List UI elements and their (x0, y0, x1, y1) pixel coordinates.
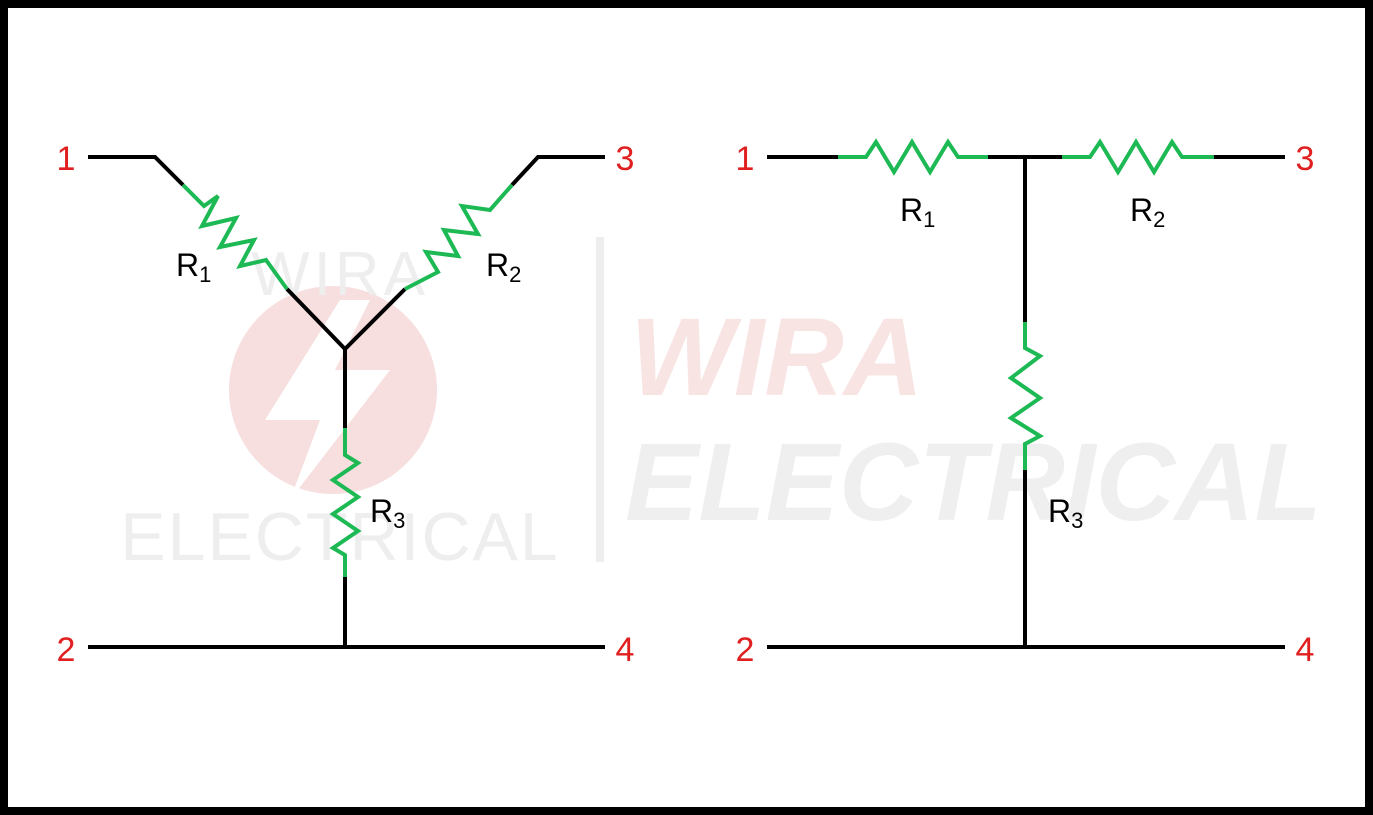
wye-network: 1 3 2 4 R1 R2 R3 (57, 140, 635, 669)
tee-terminal-1: 1 (736, 140, 755, 178)
wye-label-r3: R3 (370, 493, 405, 533)
wye-label-r2: R2 (486, 247, 521, 287)
tee-label-r3-sub: 3 (1071, 508, 1083, 533)
tee-terminal-2: 2 (736, 631, 755, 669)
tee-resistor-r1 (838, 138, 988, 176)
wye-resistor-r3 (329, 428, 362, 577)
tee-label-r2-letter: R (1130, 192, 1153, 228)
tee-terminal-4: 4 (1296, 631, 1315, 669)
watermark-divider (596, 237, 604, 562)
tee-resistor-r3 (1007, 322, 1045, 470)
tee-label-r1: R1 (900, 192, 935, 232)
wye-resistor-r1 (181, 183, 289, 291)
tee-label-r3-letter: R (1048, 493, 1071, 529)
wye-label-r1-sub: 1 (199, 262, 211, 287)
wye-label-r2-letter: R (486, 247, 509, 283)
tee-label-r1-letter: R (900, 192, 923, 228)
tee-label-r2-sub: 2 (1153, 207, 1165, 232)
wye-wire-center (285, 287, 407, 428)
tee-resistor-r2 (1062, 138, 1214, 176)
wye-terminal-4: 4 (616, 631, 635, 669)
tee-label-r1-sub: 1 (923, 207, 935, 232)
wye-terminal-3: 3 (616, 140, 635, 178)
wye-label-r1: R1 (176, 247, 211, 287)
wye-wire-top-left (88, 155, 185, 187)
wye-resistor-r2 (404, 183, 514, 291)
tee-label-r3: R3 (1048, 493, 1083, 533)
wye-terminal-1: 1 (57, 140, 76, 178)
wye-terminal-2: 2 (57, 631, 76, 669)
watermark: WIRA ELECTRICAL WIRA ELECTRICAL (120, 237, 1322, 575)
wye-label-r1-letter: R (176, 247, 199, 283)
tee-terminal-3: 3 (1296, 140, 1315, 178)
watermark-large-bottom: ELECTRICAL (625, 421, 1322, 544)
wye-wire-top-right (510, 155, 605, 187)
wye-label-r3-sub: 3 (393, 508, 405, 533)
wye-label-r3-letter: R (370, 493, 393, 529)
tee-network: 1 3 2 4 R1 R2 R3 (736, 138, 1315, 669)
wye-wire-bottom (88, 577, 605, 649)
tee-label-r2: R2 (1130, 192, 1165, 232)
watermark-large-top: WIRA (630, 296, 923, 419)
watermark-logo-icon (229, 286, 437, 500)
wye-label-r2-sub: 2 (509, 262, 521, 287)
